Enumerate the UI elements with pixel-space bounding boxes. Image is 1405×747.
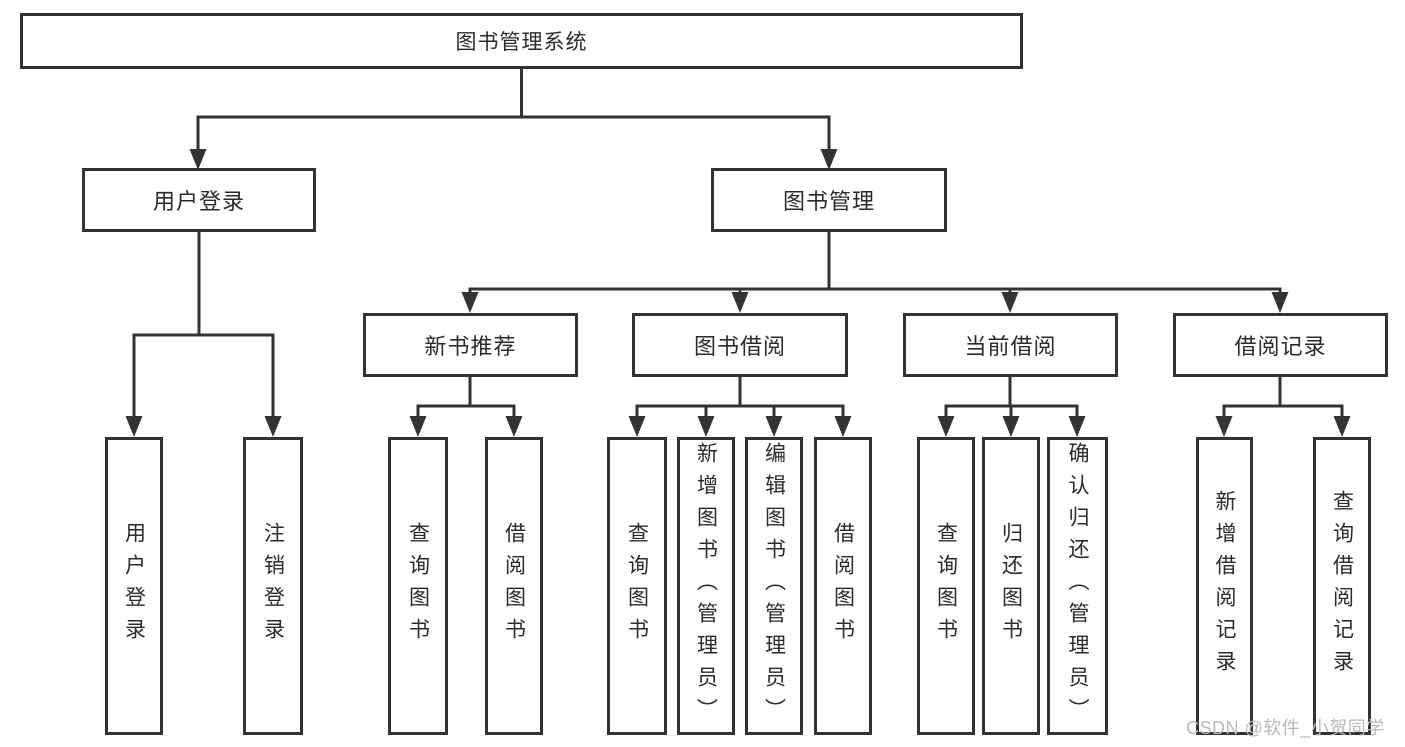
connector-book-management-to-level3 [461,232,1289,313]
arrowhead [820,149,838,170]
arrowhead [731,292,749,313]
leaf-borrow-books-recommend: 借阅图书 [485,437,543,735]
leaf-confirm-return-admin: 确认归还（管理员） [1047,437,1108,735]
node-current-borrowing: 当前借阅 [903,313,1118,377]
arrowhead [937,416,955,437]
connector-root-to-level2 [189,69,838,170]
watermark: CSDN @软件_小贺同学 [1186,718,1385,738]
node-new-book-recommendation: 新书推荐 [363,313,578,377]
leaf-query-books-current: 查询图书 [917,437,975,735]
leaf-query-books-borrow: 查询图书 [607,437,667,735]
arrowhead [409,416,427,437]
arrowhead [765,416,783,437]
connector-user-login-to-leaves [125,232,282,437]
leaf-add-books-admin: 新增图书（管理员） [677,437,735,735]
arrowhead [1002,416,1020,437]
node-user-login: 用户登录 [82,168,316,232]
leaf-query-books-recommend: 查询图书 [388,437,448,735]
leaf-add-borrow-record: 新增借阅记录 [1196,437,1253,735]
connector-current-borrow-to-leaves [937,377,1086,437]
leaf-borrow-books: 借阅图书 [814,437,872,735]
arrowhead [125,416,143,437]
arrowhead [628,416,646,437]
arrowhead [461,292,479,313]
arrowhead [264,416,282,437]
leaf-edit-books-admin: 编辑图书（管理员） [745,437,803,735]
arrowhead [1271,292,1289,313]
arrowhead [1068,416,1086,437]
arrowhead [1333,416,1351,437]
node-borrowing-records: 借阅记录 [1173,313,1388,377]
leaf-query-borrow-record: 查询借阅记录 [1313,437,1371,735]
arrowhead [505,416,523,437]
connector-borrow-records-to-leaves [1215,377,1351,437]
connector-new-book-to-leaves [409,377,523,437]
arrowhead [834,416,852,437]
arrowhead [1215,416,1233,437]
arrowhead [1001,292,1019,313]
node-book-borrowing: 图书借阅 [632,313,848,377]
leaf-user-login: 用户登录 [105,437,163,735]
arrowhead [697,416,715,437]
node-book-management: 图书管理 [711,168,947,232]
leaf-logout: 注销登录 [243,437,303,735]
arrowhead [189,149,207,170]
leaf-return-books: 归还图书 [982,437,1040,735]
node-library-management-system: 图书管理系统 [20,13,1023,69]
connector-book-borrow-to-leaves [628,377,852,437]
